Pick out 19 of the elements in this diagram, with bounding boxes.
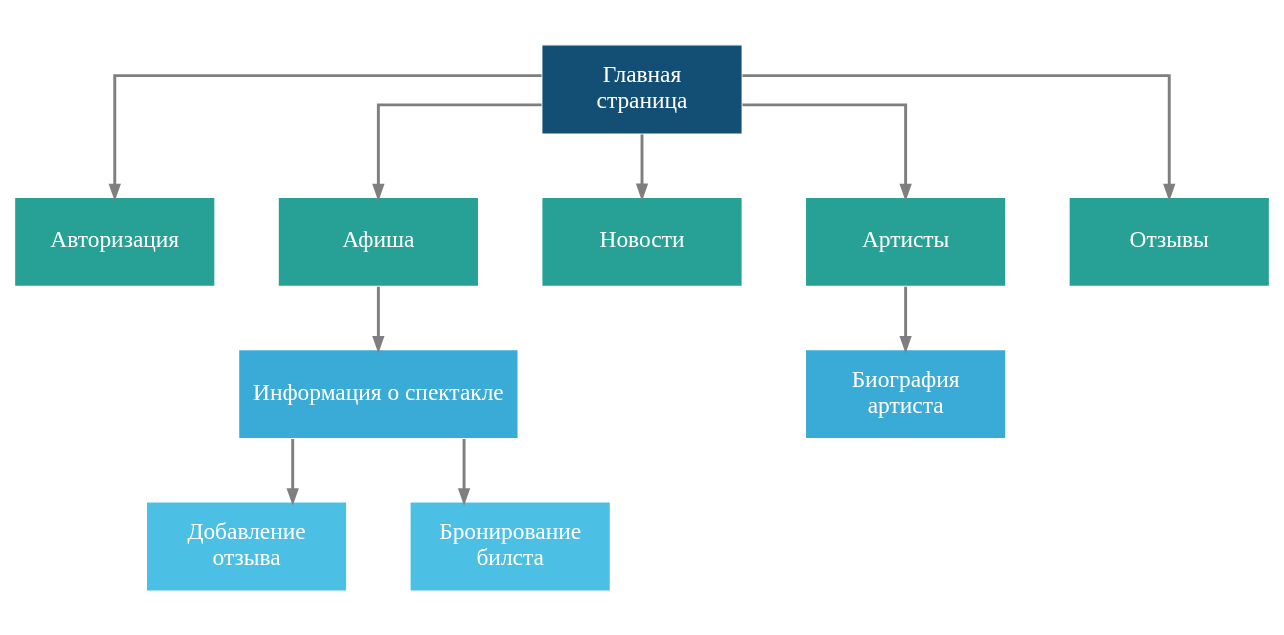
node-box: Новости xyxy=(540,195,744,287)
node-box: Авторизация xyxy=(13,195,216,287)
node-box: Главная страница xyxy=(540,43,744,135)
node-box: Бронирование билста xyxy=(409,500,612,592)
arrow xyxy=(457,438,471,506)
node-box: Отзывы xyxy=(1068,195,1271,287)
arrow xyxy=(372,286,385,353)
node-box: Биография артиста xyxy=(804,348,1007,440)
node-box: Добавление отзыва xyxy=(145,500,348,592)
arrow xyxy=(372,102,542,201)
arrow xyxy=(899,286,912,353)
node-box: Информация о спектакле xyxy=(237,348,519,440)
arrow xyxy=(742,102,912,201)
node-box: Афиша xyxy=(277,195,480,287)
arrow xyxy=(635,133,649,201)
arrow xyxy=(108,73,542,201)
node-box: Артисты xyxy=(804,195,1007,287)
arrow xyxy=(286,438,299,506)
arrow xyxy=(742,73,1176,201)
